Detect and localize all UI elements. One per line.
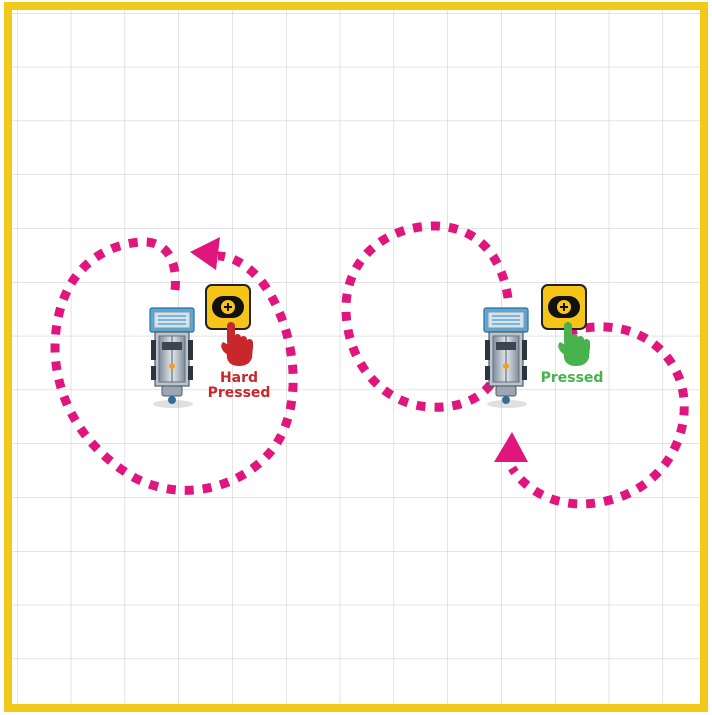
grid	[10, 8, 704, 708]
hard-pressed-label-line2: Pressed	[208, 385, 271, 401]
pressed-label: Pressed	[541, 370, 604, 386]
right-push-button-icon	[542, 285, 586, 329]
left-push-button-icon	[206, 285, 250, 329]
hard-pressed-label-line1: Hard	[220, 370, 258, 386]
